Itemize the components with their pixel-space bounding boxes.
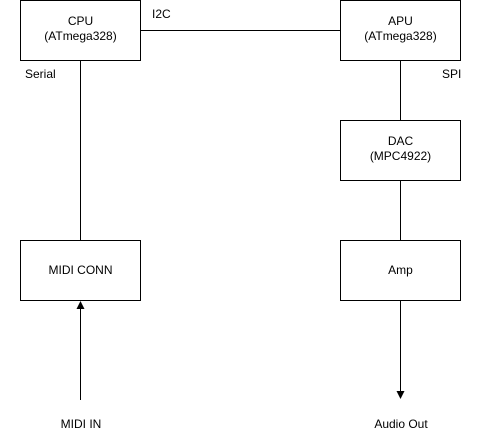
midi-conn-block: MIDI CONN (20, 240, 141, 301)
amp-block: Amp (340, 240, 461, 301)
dac-block: DAC (MPC4922) (340, 120, 461, 181)
audio-out-label: Audio Out (374, 417, 428, 431)
serial-label: Serial (25, 67, 56, 81)
cpu-title: CPU (68, 14, 93, 28)
dac-part: (MPC4922) (370, 149, 431, 163)
apu-title: APU (388, 14, 413, 28)
cpu-part: (ATmega328) (44, 29, 116, 43)
dac-title: DAC (388, 134, 414, 148)
apu-block: APU (ATmega328) (340, 0, 461, 61)
cpu-block: CPU (ATmega328) (20, 0, 141, 61)
spi-label: SPI (442, 67, 461, 81)
midi-conn-label: MIDI CONN (49, 263, 113, 277)
midi-in-label: MIDI IN (61, 417, 102, 431)
amp-label: Amp (388, 263, 413, 277)
i2c-label: I2C (152, 7, 171, 21)
apu-part: (ATmega328) (364, 29, 436, 43)
